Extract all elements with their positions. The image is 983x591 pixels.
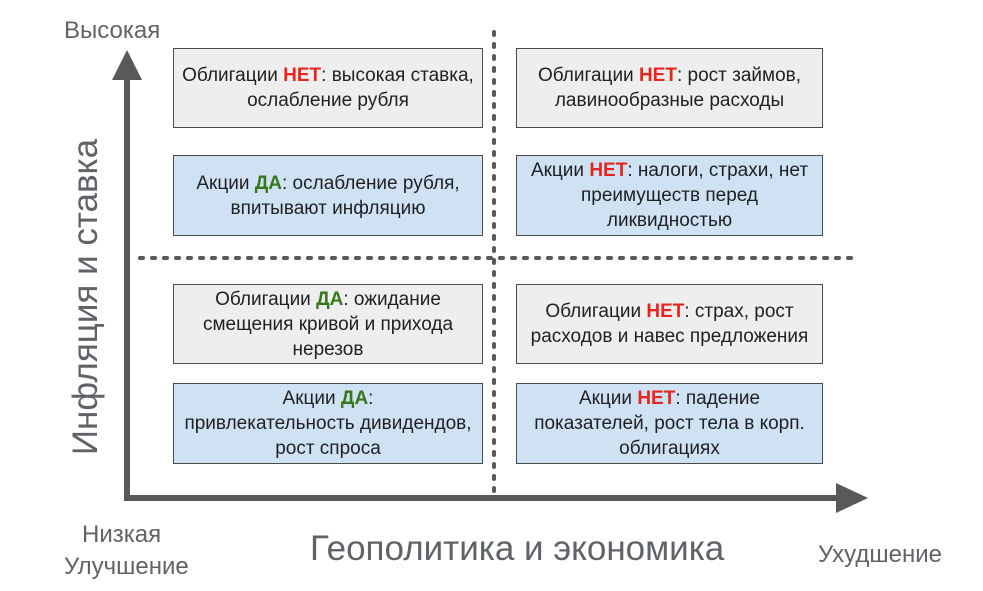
- reason-text: : привлекательность дивидендов, рост спр…: [184, 388, 472, 459]
- verdict-yes: ДА: [254, 172, 282, 194]
- verdict-yes: ДА: [340, 388, 369, 409]
- asset-label: Облигации: [545, 301, 647, 322]
- asset-label: Акции: [530, 160, 590, 181]
- box-bonds-high-improve: Облигации НЕТ: высокая ставка, ослаблени…: [173, 48, 483, 128]
- asset-label: Облигации: [215, 288, 317, 310]
- asset-label: Акции: [196, 172, 255, 194]
- y-axis-title: Инфляция и ставка: [66, 138, 105, 456]
- box-stocks-low-improve: Акции ДА: привлекательность дивидендов, …: [173, 383, 483, 464]
- box-stocks-high-worsen: Акции НЕТ: налоги, страхи, нет преимущес…: [516, 155, 823, 236]
- x-improve-label: Улучшение: [64, 553, 189, 580]
- asset-label: Акции: [282, 388, 341, 409]
- box-text: Облигации ДА: ожидание смещения кривой и…: [182, 287, 474, 362]
- reason-text: : рост займов, лавинообразные расходы: [554, 65, 807, 111]
- asset-label: Облигации: [182, 65, 284, 86]
- reason-text: : высокая ставка, ослабление рубля: [247, 65, 480, 111]
- box-text: Акции НЕТ: падение показателей, рост тел…: [525, 386, 814, 461]
- verdict-no: НЕТ: [638, 65, 677, 86]
- asset-label: Облигации: [537, 65, 639, 86]
- verdict-no: НЕТ: [283, 65, 322, 86]
- box-text: Акции ДА: привлекательность дивидендов, …: [182, 386, 474, 461]
- box-stocks-high-improve: Акции ДА: ослабление рубля, впитывают ин…: [173, 155, 483, 236]
- box-text: Облигации НЕТ: рост займов, лавинообразн…: [525, 63, 814, 113]
- x-axis-title: Геополитика и экономика: [310, 529, 725, 568]
- reason-text: : ослабление рубля, впитывают инфляцию: [230, 172, 465, 219]
- reason-text: : падение показателей, рост тела в корп.…: [534, 388, 811, 459]
- y-axis-arrowhead: [112, 50, 142, 80]
- box-stocks-low-worsen: Акции НЕТ: падение показателей, рост тел…: [516, 383, 823, 464]
- y-high-label: Высокая: [64, 17, 161, 44]
- box-bonds-low-worsen: Облигации НЕТ: страх, рост расходов и на…: [516, 284, 823, 364]
- box-text: Облигации НЕТ: страх, рост расходов и на…: [525, 299, 814, 349]
- box-bonds-low-improve: Облигации ДА: ожидание смещения кривой и…: [173, 284, 483, 364]
- verdict-yes: ДА: [316, 288, 344, 310]
- box-text: Облигации НЕТ: высокая ставка, ослаблени…: [182, 63, 474, 113]
- verdict-no: НЕТ: [646, 301, 685, 322]
- asset-label: Акции: [578, 388, 638, 409]
- reason-text: : страх, рост расходов и навес предложен…: [530, 301, 809, 347]
- x-worsen-label: Ухудшение: [818, 541, 942, 568]
- box-bonds-high-worsen: Облигации НЕТ: рост займов, лавинообразн…: [516, 48, 823, 128]
- x-axis-arrowhead: [836, 483, 868, 513]
- box-text: Акции НЕТ: налоги, страхи, нет преимущес…: [525, 158, 814, 233]
- verdict-no: НЕТ: [637, 388, 676, 409]
- reason-text: : налоги, страхи, нет преимуществ перед …: [580, 160, 814, 231]
- verdict-no: НЕТ: [589, 160, 628, 181]
- reason-text: : ожидание смещения кривой и прихода нер…: [202, 288, 459, 360]
- box-text: Акции ДА: ослабление рубля, впитывают ин…: [182, 171, 474, 221]
- y-low-label: Низкая: [82, 521, 162, 548]
